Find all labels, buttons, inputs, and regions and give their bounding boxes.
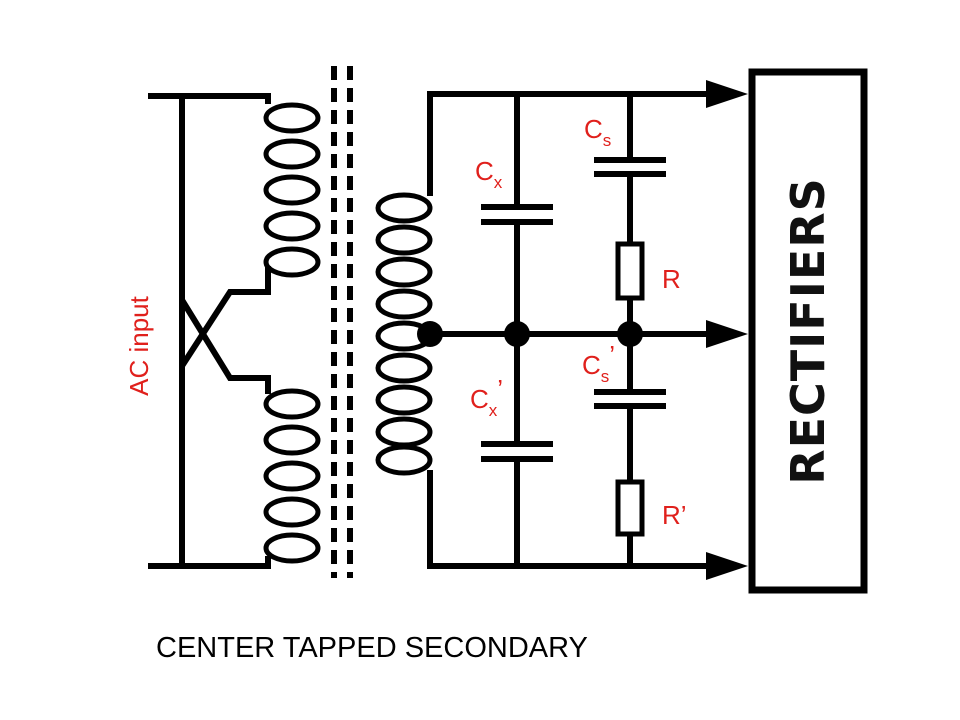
- transformer-core: [331, 66, 353, 578]
- secondary-coil: [375, 192, 433, 476]
- primary-lower-coil: [263, 388, 321, 564]
- resistor-r-prime: [615, 479, 645, 537]
- junction-dots: [417, 321, 643, 347]
- label-cs: Cs: [584, 114, 611, 150]
- rectifiers-label: RECTIFIERS: [781, 177, 835, 485]
- capacitor-cx-prime: [481, 441, 553, 462]
- resistor-r: [615, 241, 645, 301]
- rectifiers-block: [748, 68, 868, 594]
- label-cx: Cx: [475, 156, 503, 192]
- capacitor-cs-prime: [594, 389, 666, 409]
- output-arrows: [706, 80, 748, 580]
- secondary-wiring: [427, 91, 712, 569]
- primary-upper-coil: [263, 102, 321, 278]
- label-cx-prime: Cx’: [470, 374, 503, 420]
- capacitor-cs: [594, 157, 666, 177]
- capacitor-cx: [481, 204, 553, 225]
- label-cs-prime: Cs’: [582, 340, 615, 386]
- label-r: R: [662, 264, 681, 294]
- primary-wiring: [148, 93, 271, 569]
- ac-input-label: AC input: [124, 295, 154, 395]
- diagram-caption: CENTER TAPPED SECONDARY: [156, 632, 588, 664]
- label-r-prime: R’: [662, 500, 687, 530]
